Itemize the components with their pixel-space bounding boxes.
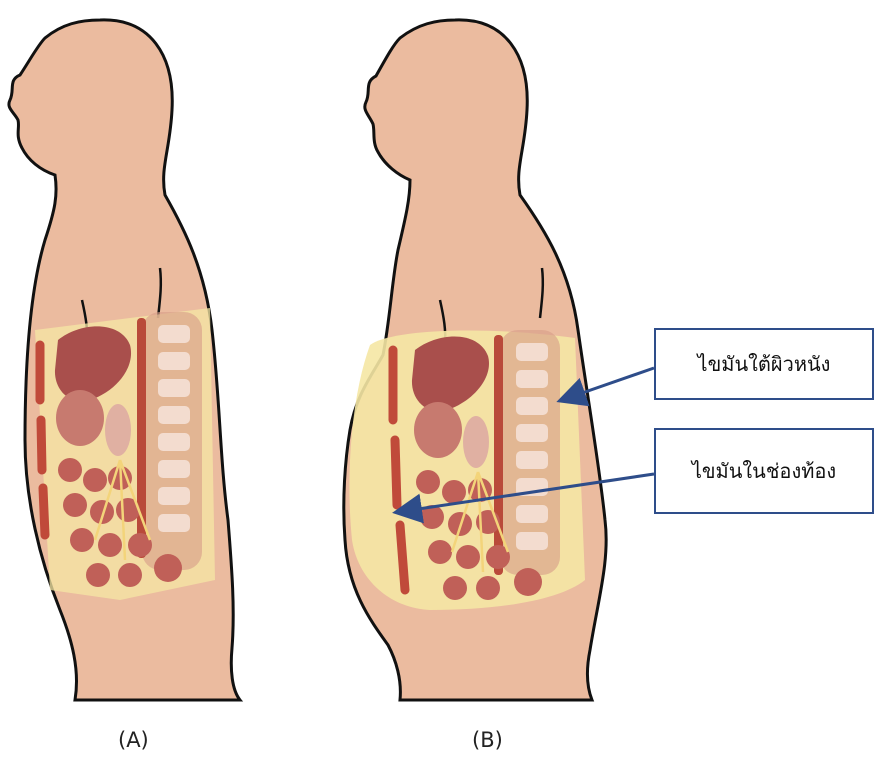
panel-label-b: (B): [472, 728, 503, 752]
subcutaneous-fat-callout: ไขมันใต้ผิวหนัง: [654, 328, 874, 400]
figure-a: [9, 20, 240, 700]
panel-label-a: (A): [118, 728, 149, 752]
spine-b: [500, 330, 560, 575]
abdominal-wall-a: [40, 345, 45, 535]
subcutaneous-fat-label: ไขมันใต้ผิวหนัง: [698, 348, 831, 380]
back-muscle-a: [137, 318, 146, 558]
spine-a: [142, 312, 202, 570]
visceral-fat-label: ไขมันในช่องท้อง: [692, 455, 836, 487]
figure-b: [344, 20, 654, 700]
visceral-fat-callout: ไขมันในช่องท้อง: [654, 428, 874, 514]
back-muscle-b: [494, 335, 503, 575]
